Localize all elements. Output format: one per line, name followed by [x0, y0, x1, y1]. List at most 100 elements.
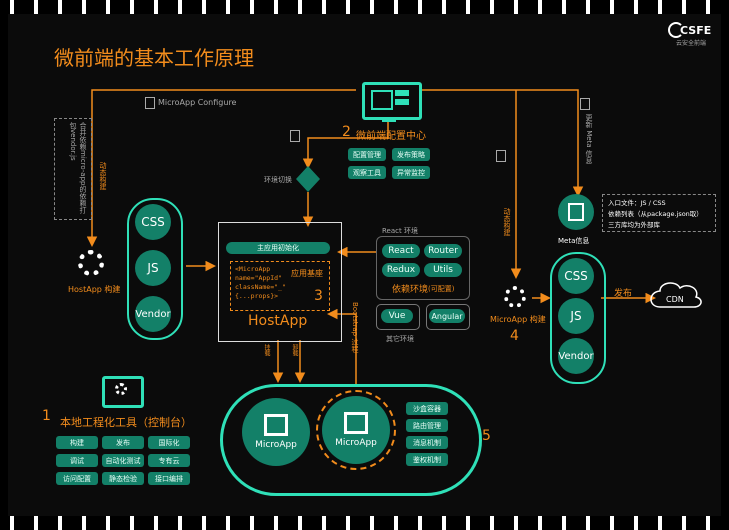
- gear-icon: [504, 286, 526, 308]
- meta-info-line: 依赖列表（从package.json取）: [608, 210, 703, 218]
- vue-tag: Vue: [381, 309, 413, 323]
- monitor-icon: [362, 82, 422, 120]
- angular-box: [426, 304, 470, 330]
- dynamic-build-left-label: 动态构建: [99, 162, 107, 190]
- microapp-label: MicroApp: [255, 440, 297, 450]
- cdn-label: CDN: [666, 295, 684, 304]
- tool-tag: 自动化测试: [102, 454, 144, 467]
- hostapp-number: 3: [314, 288, 323, 304]
- page-title: 微前端的基本工作原理: [54, 46, 254, 70]
- redux-tag: Redux: [382, 263, 420, 277]
- tool-tag: 发布: [102, 436, 144, 449]
- runtime-tag: 沙盒容器: [406, 402, 448, 415]
- code-line: className="_": [235, 283, 286, 291]
- microapp-build-number: 4: [510, 328, 519, 344]
- film-strip-left: [0, 14, 8, 516]
- tag-error-monitor: 异常监控: [392, 166, 430, 179]
- tool-tag: 调试: [56, 454, 98, 467]
- microapp-label: MicroApp: [335, 438, 377, 448]
- tool-tag: 访问配置: [56, 472, 98, 485]
- meta-update-label: 更新 Meta 信息: [585, 114, 593, 164]
- unmount-label: 卸载: [291, 344, 298, 356]
- runtime-capsule: [220, 384, 482, 496]
- code-line: {...props}>: [235, 292, 279, 300]
- angular-tag: Angular: [429, 309, 465, 323]
- doc-icon: [290, 130, 300, 142]
- doc-icon: [580, 98, 590, 110]
- css-circle: CSS: [558, 258, 594, 294]
- runtime-tag: 鉴权机制: [406, 453, 448, 466]
- vue-box: [376, 304, 420, 330]
- list-doc-icon: [568, 203, 584, 221]
- tool-tag: 静态检验: [102, 472, 144, 485]
- vendor-circle: Vendor: [135, 296, 171, 332]
- cdn-cloud-icon: [650, 282, 702, 308]
- meta-label: Meta信息: [558, 237, 590, 245]
- tool-tag: 国际化: [148, 436, 190, 449]
- react-tag: React: [382, 244, 420, 258]
- css-circle: CSS: [135, 204, 171, 240]
- react-env-box: [376, 236, 470, 300]
- vendor-circle: Vendor: [558, 338, 594, 374]
- diagram-canvas: 微前端的基本工作原理 CSFE 云安全前端 MicroApp Configure…: [8, 14, 721, 516]
- bootstrap-label: Bootstrap 过程: [351, 302, 359, 353]
- microapp-build-label: MicroApp 构建: [490, 315, 546, 324]
- code-line: <MicroApp: [235, 265, 271, 273]
- monitor-stand: [382, 118, 396, 122]
- runtime-number: 5: [482, 428, 491, 444]
- js-circle: JS: [135, 250, 171, 286]
- meta-circle: [558, 194, 594, 230]
- gear-icon: [78, 250, 104, 276]
- tool-tag: 构建: [56, 436, 98, 449]
- publish-label: 发布: [614, 289, 633, 299]
- deps-env-label: 依赖环境: [392, 285, 429, 295]
- meta-info-line: 入口文件：JS / CSS: [608, 199, 666, 207]
- film-strip-bottom: [0, 516, 729, 530]
- config-center-title: 微前端配置中心: [356, 131, 426, 142]
- logo-subtext: 云安全前端: [676, 40, 707, 47]
- code-line: name="AppId": [235, 274, 282, 282]
- connector-layer: [86, 89, 702, 386]
- utils-tag: Utils: [424, 263, 462, 277]
- vendor-note-text: 合并依赖micro-app的依赖打包vendor.js: [69, 122, 87, 214]
- meta-info-line: 三方库均为外部库: [608, 221, 660, 229]
- microapp-circle: MicroApp: [242, 398, 310, 466]
- hostapp-code-box: <MicroApp name="AppId" className="_" {..…: [230, 261, 330, 311]
- js-circle: JS: [558, 298, 594, 334]
- doc-icon: [145, 97, 155, 109]
- runtime-tag: 路由管理: [406, 419, 448, 432]
- local-tools-number: 1: [42, 408, 51, 424]
- env-switch-label: 环境切换: [264, 176, 292, 184]
- runtime-tag: 消息机制: [406, 436, 448, 449]
- config-center-number: 2: [342, 124, 351, 140]
- microapp-circle: MicroApp: [322, 396, 390, 464]
- app-base-label: 应用基座: [291, 269, 323, 278]
- doc-icon: [496, 150, 506, 162]
- tag-observe-tools: 观察工具: [348, 166, 386, 179]
- react-env-label: React 环境: [382, 227, 418, 235]
- logo-text: CSFE: [680, 24, 712, 37]
- film-strip-top: [0, 0, 729, 14]
- dashed-ring: [316, 390, 396, 470]
- hostapp-init-bar: 主应用初始化: [226, 242, 330, 254]
- vendor-note-box: [54, 118, 92, 220]
- tool-tag: 接口编排: [148, 472, 190, 485]
- hostapp-name: HostApp: [248, 313, 308, 329]
- tag-release-strategy: 发布策略: [392, 148, 430, 161]
- router-tag: Router: [424, 244, 462, 258]
- logo-icon: [668, 22, 684, 38]
- dynamic-build-right-label: 动态构建: [503, 208, 511, 236]
- hostapp-box: [218, 222, 342, 342]
- hostapp-build-capsule: [127, 198, 183, 340]
- film-strip-right: [721, 14, 729, 516]
- tool-tag: 专有云: [148, 454, 190, 467]
- hostapp-build-label: HostApp 构建: [68, 285, 121, 294]
- window-icon: [344, 412, 368, 434]
- meta-info-box: [602, 194, 716, 232]
- window-icon: [264, 414, 288, 436]
- mount-label: 挂载: [263, 344, 270, 356]
- deps-env-sub: (可配置): [428, 285, 455, 293]
- env-switch-diamond: [296, 166, 320, 192]
- other-env-label: 其它环境: [386, 335, 414, 343]
